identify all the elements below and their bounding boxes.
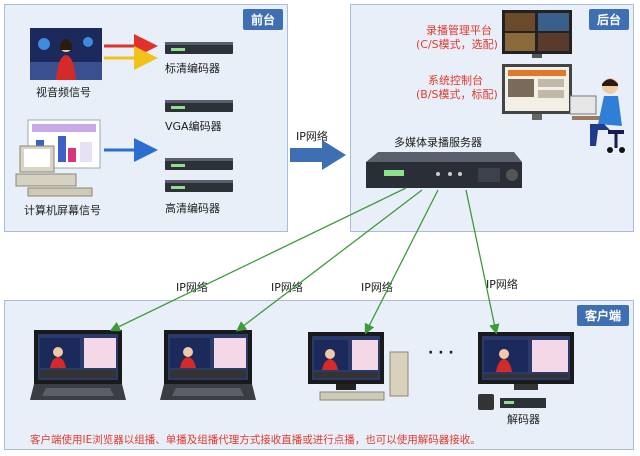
ip-network-label-top: IP网络 — [296, 130, 328, 143]
laptop-icon — [30, 330, 126, 400]
ip-network-big-arrow — [290, 140, 346, 170]
encoder-icon — [165, 100, 233, 112]
ip-network-label-3: IP网络 — [361, 281, 393, 294]
encoder-icon — [165, 180, 233, 192]
green-arrow-4 — [465, 189, 500, 335]
monitor-icon — [478, 332, 574, 390]
hd-encoder-label: 高清编码器 — [165, 202, 220, 215]
screen-signal-label: 计算机屏幕信号 — [24, 204, 101, 217]
encoder-icon — [165, 42, 233, 54]
server-label: 多媒体录播服务器 — [394, 136, 482, 149]
green-arrow-1 — [109, 187, 407, 332]
front-panel-tag: 前台 — [242, 9, 283, 30]
computer-icon — [308, 332, 409, 401]
green-arrow-3 — [364, 189, 439, 335]
operator-icon — [570, 78, 625, 153]
ip-network-label-4: IP网络 — [486, 278, 518, 291]
monitor-icon — [502, 10, 572, 58]
server-icon — [366, 152, 522, 188]
sd-encoder-label: 标清编码器 — [165, 62, 220, 75]
client-ellipsis: · · · — [428, 345, 454, 361]
encoder-icon — [165, 158, 233, 170]
av-signal-label: 视音频信号 — [36, 86, 91, 99]
ip-network-label-1: IP网络 — [176, 281, 208, 294]
control-console-title: 系统控制台 — [428, 74, 483, 87]
decoder-label: 解码器 — [507, 413, 540, 426]
client-panel-tag: 客户端 — [576, 305, 629, 326]
control-console-mode: (B/S模式，标配) — [416, 88, 498, 101]
tv-studio-icon — [30, 28, 102, 80]
record-platform-title: 录播管理平台 — [426, 24, 492, 37]
decoder-icon — [478, 394, 546, 410]
green-arrow-2 — [235, 189, 423, 332]
client-note: 客户端使用IE浏览器以组播、单播及组播代理方式接收直播或进行点播，也可以使用解码… — [30, 434, 481, 446]
vga-encoder-label: VGA编码器 — [165, 120, 222, 133]
laptop-icon — [160, 330, 256, 400]
back-panel-tag: 后台 — [588, 9, 629, 30]
monitor-icon — [502, 64, 572, 120]
record-platform-mode: (C/S模式，选配) — [416, 38, 498, 51]
ip-network-label-2: IP网络 — [271, 281, 303, 294]
computer-icon — [15, 119, 101, 197]
